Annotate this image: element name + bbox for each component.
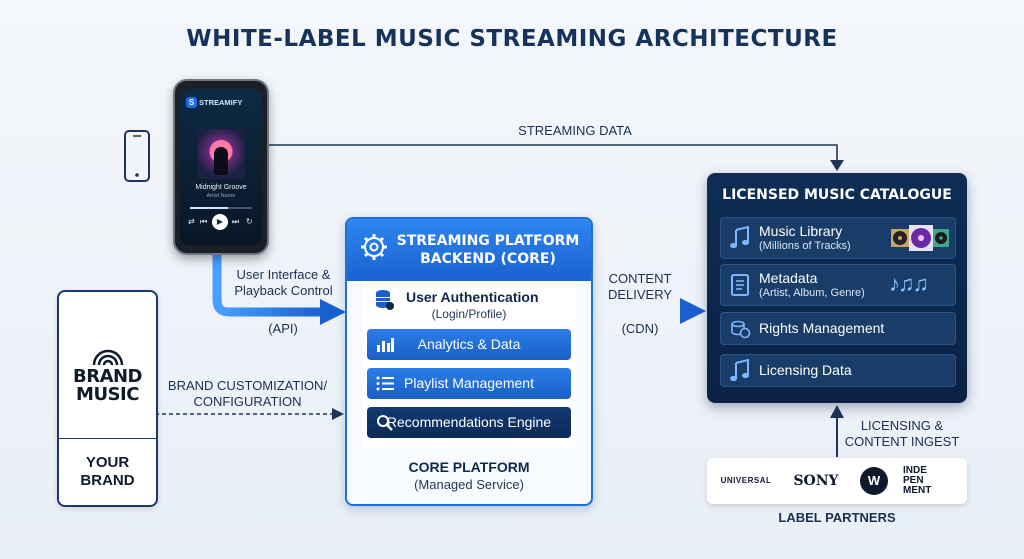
document-icon <box>729 273 751 297</box>
progress-bar[interactable] <box>190 207 252 209</box>
previous-icon[interactable]: ⏮ <box>200 217 207 227</box>
label-partners-strip: UNIVERSAL SONY W INDE PEN MENT <box>707 458 967 504</box>
licensed-catalogue-box: LICENSED MUSIC CATALOGUE Music Library (… <box>707 173 967 403</box>
next-icon[interactable]: ⏭ <box>232 217 239 227</box>
your-brand-label: YOUR BRAND <box>59 454 156 490</box>
gear-icon <box>359 232 389 262</box>
song-title: Midnight Groove <box>180 184 262 191</box>
shuffle-icon[interactable]: ⇄ <box>188 217 195 226</box>
licensing-ingest-label-line2: CONTENT INGEST <box>842 434 962 450</box>
catalogue-row-licensing: Licensing Data <box>720 354 956 387</box>
brand-logo-line2: MUSIC <box>59 386 156 404</box>
core-footer-title: CORE PLATFORM <box>347 459 591 475</box>
brand-config-label: BRAND CUSTOMIZATION/ CONFIGURATION <box>160 378 335 410</box>
core-header: STREAMING PLATFORM BACKEND (CORE) <box>347 219 591 281</box>
brand-logo-arc-icon <box>92 348 124 366</box>
your-brand-line1: YOUR <box>59 454 156 472</box>
cdn-label: (CDN) <box>612 321 668 337</box>
ui-playback-label-line2: Playback Control <box>226 283 341 299</box>
music-note-icon <box>729 359 751 383</box>
auth-subtitle: (Login/Profile) <box>362 307 576 321</box>
licensing-arrowhead <box>830 405 844 418</box>
catalogue-row-subtitle: (Artist, Album, Genre) <box>759 287 865 299</box>
licensing-ingest-label-line1: LICENSING & <box>842 418 962 434</box>
coins-icon <box>729 317 751 341</box>
label-partners-caption: LABEL PARTNERS <box>707 510 967 526</box>
module-recommendations: Recommendations Engine <box>367 407 571 438</box>
catalogue-row-music-library: Music Library (Millions of Tracks) <box>720 217 956 259</box>
core-header-title: STREAMING PLATFORM BACKEND (CORE) <box>393 232 583 268</box>
repeat-icon[interactable]: ↻ <box>246 217 253 226</box>
core-modules: User Authentication (Login/Profile) Anal… <box>362 281 576 449</box>
smartphone-icon <box>123 129 151 183</box>
core-header-line1: STREAMING PLATFORM <box>393 232 583 250</box>
streaming-data-arrowhead <box>830 160 844 171</box>
song-artist: Artist Name <box>180 193 262 199</box>
core-platform-box: STREAMING PLATFORM BACKEND (CORE) User A… <box>345 217 593 506</box>
music-note-icon <box>729 226 751 250</box>
auth-title: User Authentication <box>406 289 539 305</box>
your-brand-panel: BRAND MUSIC YOUR BRAND <box>57 290 158 507</box>
core-footer-subtitle: (Managed Service) <box>347 477 591 492</box>
core-header-line2: BACKEND (CORE) <box>393 250 583 268</box>
catalogue-row-title: Licensing Data <box>759 362 852 378</box>
partner-sony: SONY <box>783 458 849 504</box>
music-notes-icon: ♪♫♫ <box>889 271 927 297</box>
brand-config-label-line2: CONFIGURATION <box>160 394 335 410</box>
catalogue-row-metadata: Metadata (Artist, Album, Genre) ♪♫♫ <box>720 264 956 306</box>
ui-playback-label: User Interface & Playback Control <box>226 267 341 299</box>
api-label: (API) <box>258 321 308 337</box>
streaming-data-label: STREAMING DATA <box>500 123 650 139</box>
ui-playback-arrowhead <box>320 299 346 325</box>
album-discs-icon <box>889 223 951 253</box>
streaming-data-line <box>266 145 837 163</box>
brand-config-label-line1: BRAND CUSTOMIZATION/ <box>160 378 335 394</box>
content-delivery-label: CONTENT DELIVERY <box>600 271 680 303</box>
module-analytics-label: Analytics & Data <box>367 329 571 360</box>
catalogue-row-title: Metadata <box>759 270 817 286</box>
play-button[interactable]: ▶ <box>212 214 228 230</box>
module-recommendations-label: Recommendations Engine <box>367 407 571 438</box>
ui-playback-label-line1: User Interface & <box>226 267 341 283</box>
partner-warner-logo: W <box>860 467 888 495</box>
module-playlist-label: Playlist Management <box>367 368 571 399</box>
catalogue-row-title: Rights Management <box>759 320 884 336</box>
catalogue-row-rights: Rights Management <box>720 312 956 345</box>
module-analytics: Analytics & Data <box>367 329 571 360</box>
auth-module: User Authentication (Login/Profile) <box>362 287 576 323</box>
catalogue-row-title: Music Library <box>759 223 842 239</box>
licensing-ingest-label: LICENSING & CONTENT INGEST <box>842 418 962 450</box>
partner-universal: UNIVERSAL <box>715 458 777 504</box>
content-delivery-label-line1: CONTENT <box>600 271 680 287</box>
your-brand-line2: BRAND <box>59 472 156 490</box>
catalogue-title: LICENSED MUSIC CATALOGUE <box>707 187 967 203</box>
partner-independent: INDE PEN MENT <box>903 466 959 496</box>
app-logo-icon: S <box>186 97 197 108</box>
module-playlist: Playlist Management <box>367 368 571 399</box>
brand-logo-text: BRAND MUSIC <box>59 368 156 404</box>
brand-divider <box>59 438 156 439</box>
app-name: STREAMIFY <box>199 98 242 107</box>
content-delivery-arrowhead <box>680 298 706 324</box>
catalogue-row-subtitle: (Millions of Tracks) <box>759 240 851 252</box>
album-art <box>197 129 245 179</box>
content-delivery-label-line2: DELIVERY <box>600 287 680 303</box>
